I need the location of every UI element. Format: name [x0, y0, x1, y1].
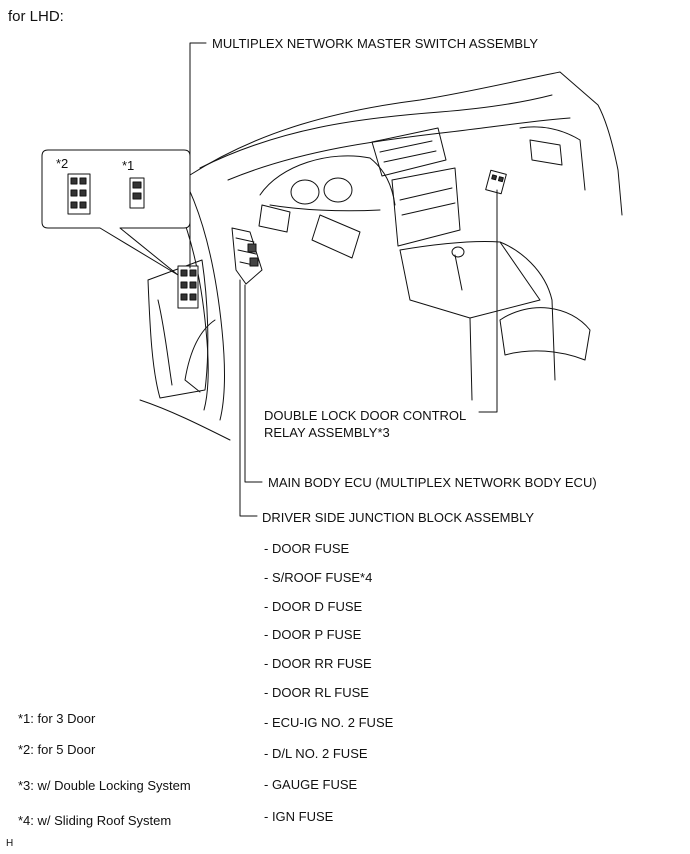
fuse-item: - D/L NO. 2 FUSE — [264, 746, 368, 761]
steering-column — [311, 214, 361, 259]
door-panel — [147, 259, 209, 399]
footnote: *4: w/ Sliding Roof System — [18, 813, 172, 828]
dash-top-outline — [189, 71, 623, 216]
center-stack — [371, 127, 447, 177]
console — [399, 241, 541, 319]
inset-label-star2: *2 — [56, 156, 69, 171]
leader-junction-block — [239, 279, 258, 517]
leader-main-body-ecu — [244, 284, 263, 483]
main-body-ecu-label: MAIN BODY ECU (MULTIPLEX NETWORK BODY EC… — [268, 475, 597, 490]
footnote: *1: for 3 Door — [18, 711, 96, 726]
inset-label-star1: *1 — [122, 158, 135, 173]
page-title: for LHD: — [8, 8, 64, 25]
cluster-hood — [259, 155, 396, 206]
a-pillar — [171, 157, 225, 421]
leader-master-switch — [189, 42, 207, 269]
double-lock-label-line2: RELAY ASSEMBLY*3 — [264, 425, 390, 440]
master-switch-label: MULTIPLEX NETWORK MASTER SWITCH ASSEMBLY — [212, 36, 539, 51]
double-lock-relay — [485, 169, 507, 195]
leader-double-lock — [478, 189, 498, 413]
fuse-item: - DOOR RL FUSE — [264, 685, 369, 700]
double-lock-label-line1: DOUBLE LOCK DOOR CONTROL — [264, 408, 467, 423]
fuse-item: - S/ROOF FUSE*4 — [264, 570, 373, 585]
fuse-item: - IGN FUSE — [264, 809, 334, 824]
fuse-item: - ECU-IG NO. 2 FUSE — [264, 715, 394, 730]
fuse-item: - GAUGE FUSE — [264, 777, 358, 792]
junction-block-label: DRIVER SIDE JUNCTION BLOCK ASSEMBLY — [262, 510, 535, 525]
fuse-item: - DOOR FUSE — [264, 541, 350, 556]
fuse-item: - DOOR RR FUSE — [264, 656, 372, 671]
corner-code: H — [6, 838, 14, 849]
fuse-item: - DOOR P FUSE — [264, 627, 362, 642]
footnote: *2: for 5 Door — [18, 742, 96, 757]
fuse-item: - DOOR D FUSE — [264, 599, 363, 614]
junction-block — [231, 227, 263, 285]
footnote: *3: w/ Double Locking System — [18, 778, 191, 793]
